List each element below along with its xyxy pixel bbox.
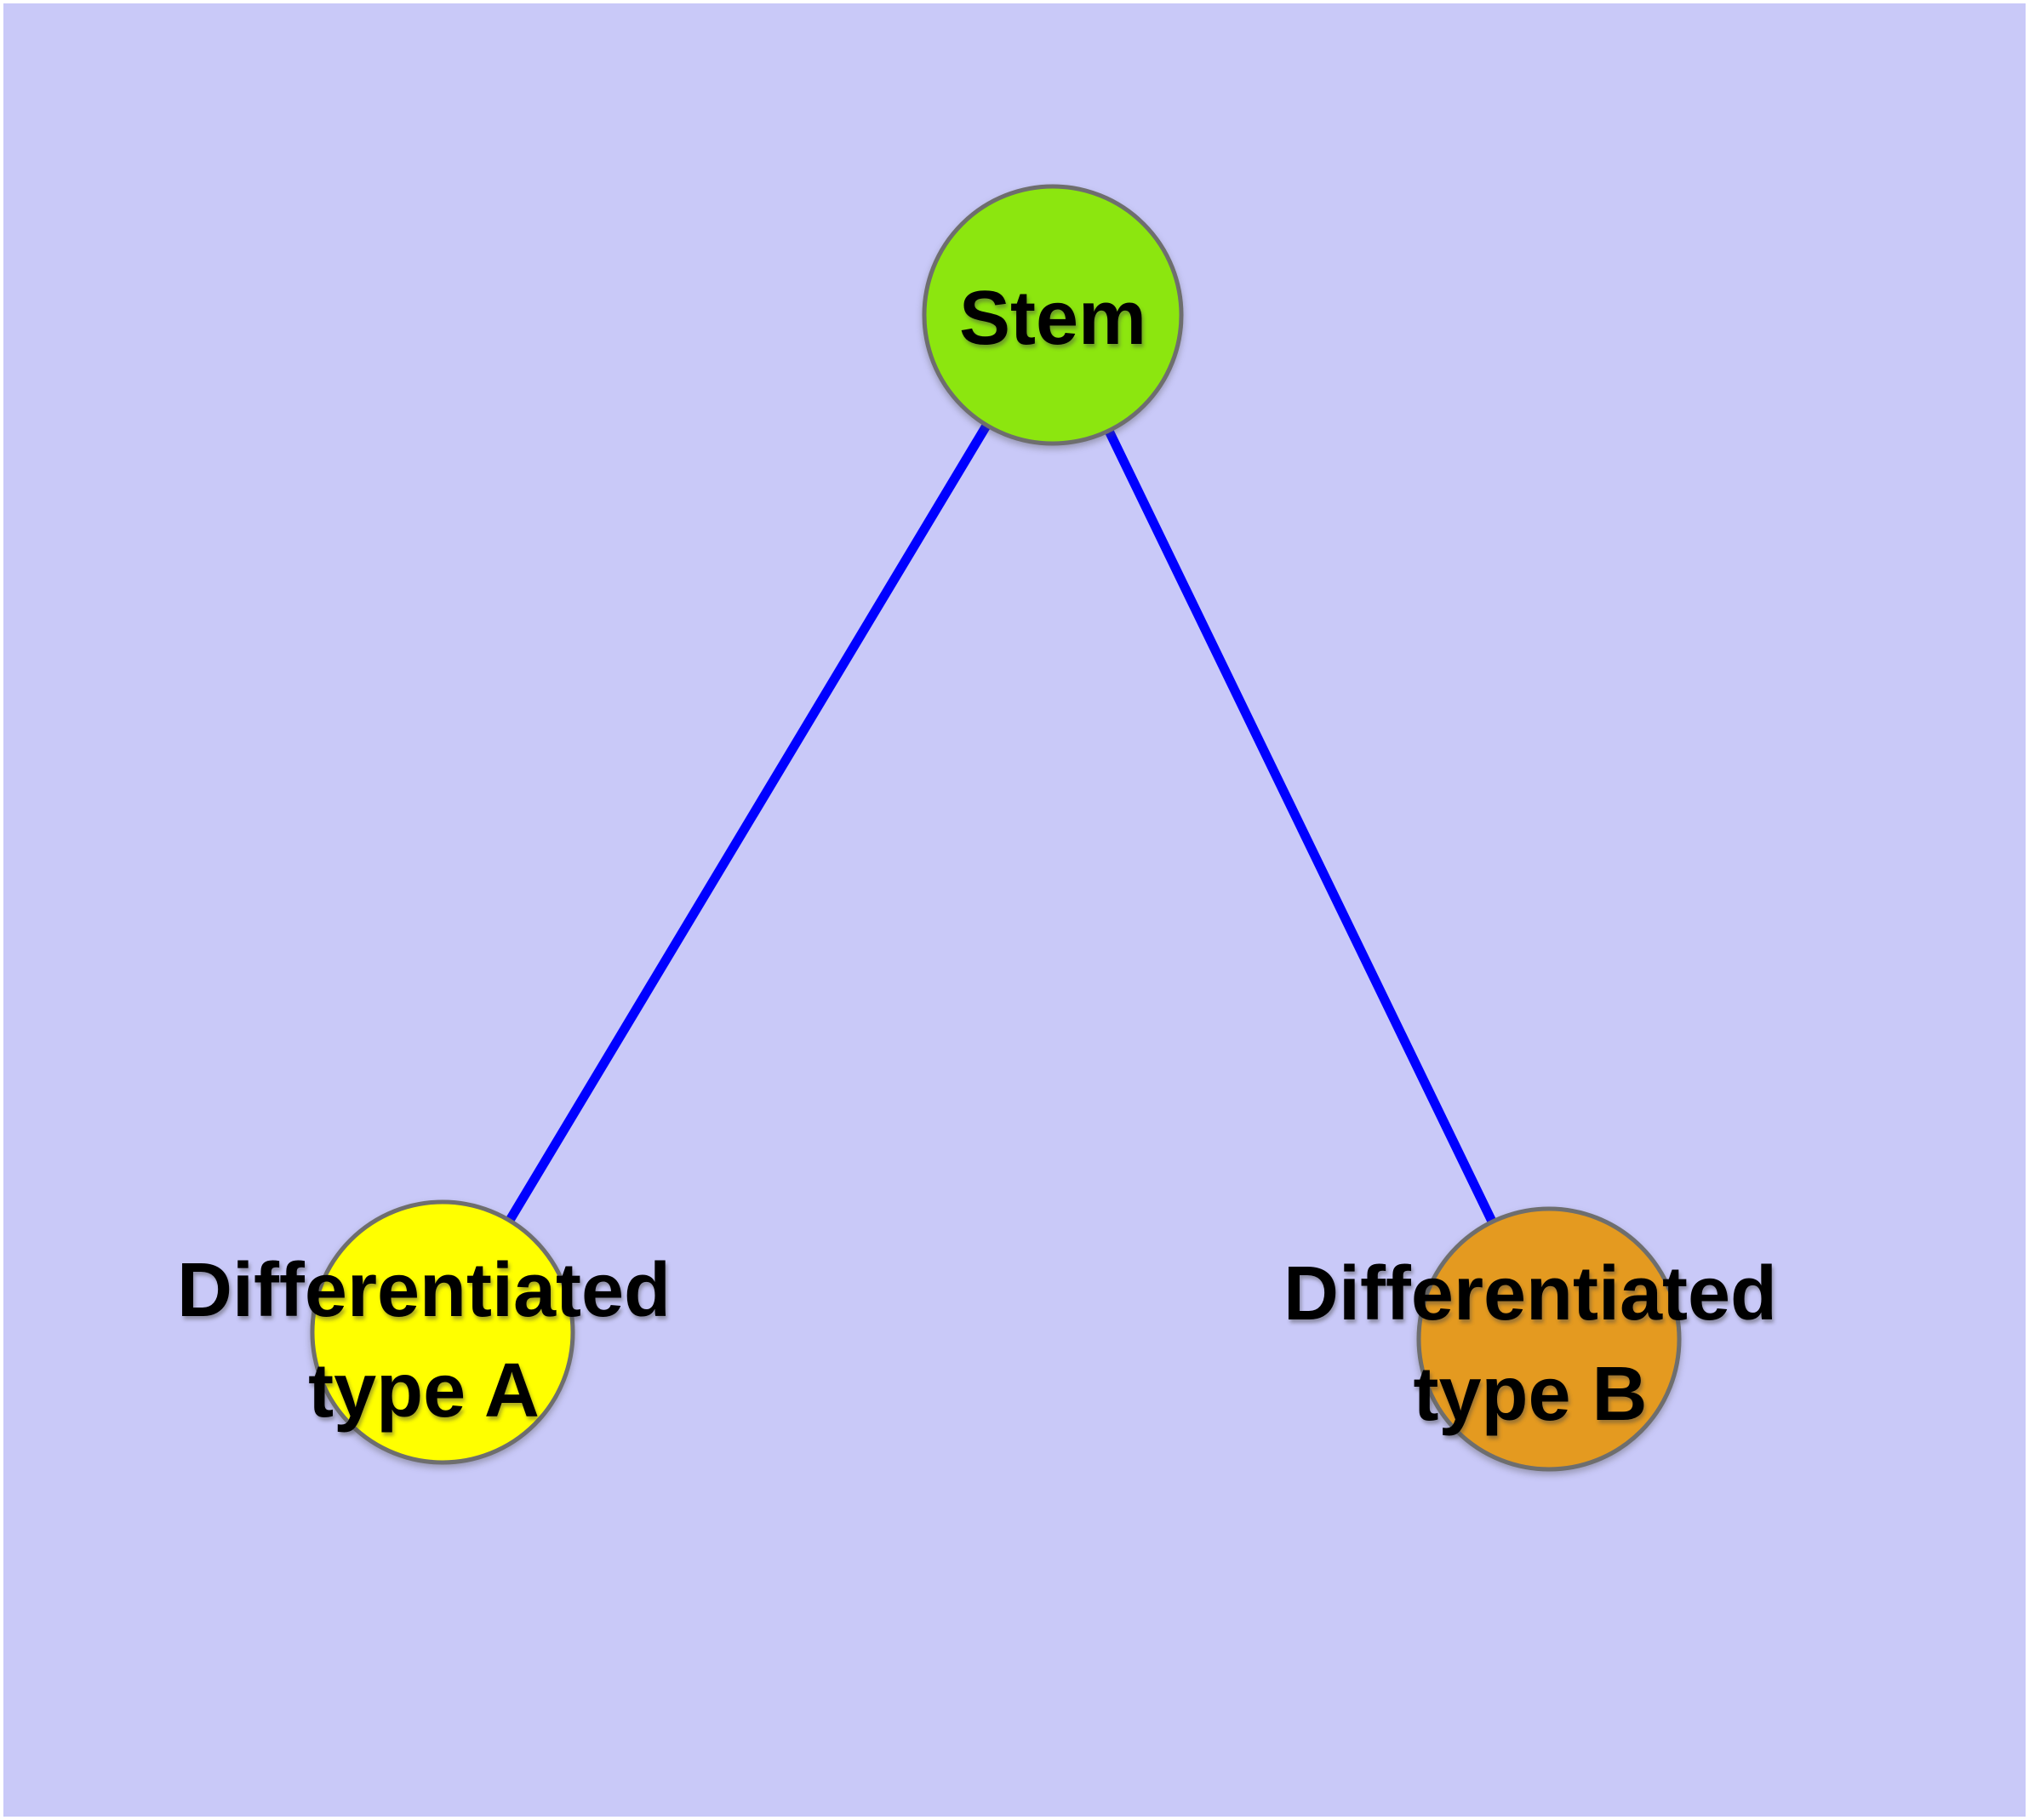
node-differentiated-type-a-label-line-2: type A	[308, 1348, 540, 1434]
node-differentiated-type-b-label-line-1: Differentiated	[1283, 1251, 1777, 1336]
node-differentiated-type-b-circle	[1416, 1206, 1682, 1472]
node-differentiated-type-b: Differentiated type B	[1283, 1206, 1777, 1472]
node-differentiated-type-a-circle	[310, 1199, 575, 1465]
node-stem-circle	[922, 184, 1184, 446]
edges-layer	[438, 312, 1553, 1342]
node-differentiated-type-a: Differentiated type A	[177, 1199, 671, 1465]
node-differentiated-type-b-label-line-2: type B	[1413, 1352, 1647, 1437]
node-stem-label-line-1: Stem	[959, 276, 1146, 361]
node-stem: Stem	[922, 184, 1184, 446]
node-differentiated-type-a-label-line-1: Differentiated	[177, 1248, 671, 1333]
edge-stem-to-differentiated-type-a	[438, 312, 1057, 1335]
edge-stem-to-differentiated-type-b	[1049, 312, 1553, 1342]
